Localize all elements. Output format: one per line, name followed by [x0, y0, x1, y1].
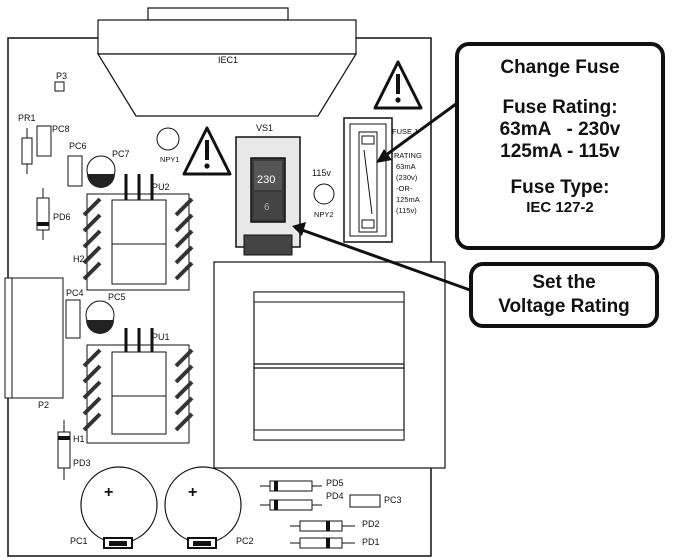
- svg-text:125mA: 125mA: [396, 195, 420, 204]
- label-pc2: PC2: [236, 536, 254, 546]
- capacitor-pc2: +: [164, 466, 242, 549]
- callout-fuse-type-label: Fuse Type:: [510, 177, 610, 198]
- diode-pd3: [57, 420, 71, 480]
- diode-pd4: [260, 499, 322, 511]
- label-vs1: VS1: [256, 123, 273, 133]
- voltage-rating-callout: Set the Voltage Rating: [469, 262, 659, 328]
- diode-pd5: [260, 480, 322, 492]
- transformer: [213, 261, 446, 469]
- arrow-to-fuse: [376, 102, 457, 163]
- warning-icon: [373, 60, 423, 110]
- label-pd1: PD1: [362, 537, 380, 547]
- label-pd4: PD4: [326, 491, 344, 501]
- callout-voltage-line2: Voltage Rating: [498, 296, 630, 317]
- label-p2: P2: [38, 400, 49, 410]
- diode-pd1: [290, 537, 355, 549]
- label-npy1: NPY1: [160, 155, 180, 164]
- heatsink-pu2: [82, 174, 194, 291]
- resistor-pr1: [21, 128, 33, 174]
- label-h1: H1: [73, 434, 85, 444]
- label-h2: H2: [73, 254, 85, 264]
- capacitor-pc1: +: [80, 466, 158, 549]
- label-115v: 115v: [312, 168, 331, 178]
- capacitor-pc8: [36, 125, 52, 157]
- label-p3: P3: [56, 71, 67, 81]
- callout-fuse-rating-2: 125mA - 115v: [500, 141, 620, 162]
- iec-connector: IEC1: [96, 7, 358, 117]
- npy1-indicator: [156, 127, 180, 151]
- svg-text:+: +: [188, 484, 197, 501]
- svg-text:(230v): (230v): [396, 173, 418, 182]
- arrow-to-selector: [292, 222, 471, 292]
- label-pc3: PC3: [384, 495, 402, 505]
- capacitor-pc7: [86, 155, 116, 188]
- capacitor-pc6: [67, 155, 83, 187]
- label-pc5: PC5: [108, 292, 126, 302]
- warning-icon: [182, 126, 232, 176]
- label-pc7: PC7: [112, 149, 130, 159]
- label-pu2: PU2: [152, 182, 170, 192]
- npy2-indicator: [313, 183, 335, 205]
- svg-text:+: +: [104, 484, 113, 501]
- label-fuse1: FUSE 1: [392, 127, 418, 136]
- label-pc6: PC6: [69, 141, 87, 151]
- svg-text:(115v): (115v): [396, 206, 417, 215]
- callout-fuse-rating-label: Fuse Rating:: [502, 97, 618, 118]
- svg-text:RATING: RATING: [394, 151, 422, 160]
- change-fuse-callout: Change Fuse Fuse Rating: 63mA - 230v 125…: [455, 42, 665, 250]
- callout-voltage-line1: Set the: [532, 272, 596, 293]
- voltage-selector-vs1: 230 6: [235, 136, 301, 256]
- callout-fuse-type-value: IEC 127-2: [526, 199, 594, 216]
- svg-text:63mA: 63mA: [396, 162, 416, 171]
- connector-p2: [4, 277, 64, 399]
- callout-fuse-title: Change Fuse: [500, 57, 620, 78]
- switch-230-label: 230: [257, 174, 275, 186]
- callout-fuse-rating-1: 63mA - 230v: [499, 119, 621, 140]
- label-pd5: PD5: [326, 478, 344, 488]
- capacitor-pc3: [349, 494, 381, 508]
- label-pc1: PC1: [70, 536, 88, 546]
- label-pc4: PC4: [66, 288, 84, 298]
- heatsink-pu1: [82, 328, 194, 444]
- label-pd2: PD2: [362, 519, 380, 529]
- label-iec1: IEC1: [218, 55, 238, 65]
- svg-text:-OR-: -OR-: [396, 184, 413, 193]
- fuse-holder: [343, 117, 393, 243]
- label-npy2: NPY2: [314, 210, 334, 219]
- capacitor-pc4: [65, 299, 81, 339]
- fuse-rating-text: RATING 63mA (230v) -OR- 125mA (115v): [394, 151, 422, 215]
- label-pr1: PR1: [18, 113, 36, 123]
- p3-pad: [54, 81, 65, 92]
- label-pc8: PC8: [52, 124, 70, 134]
- capacitor-pc5: [85, 300, 115, 334]
- switch-115-label: 6: [264, 202, 270, 213]
- label-pu1: PU1: [152, 332, 170, 342]
- diode-pd2: [290, 520, 355, 532]
- label-pd6: PD6: [53, 212, 71, 222]
- diode-pd6: [36, 188, 50, 240]
- label-pd3: PD3: [73, 458, 91, 468]
